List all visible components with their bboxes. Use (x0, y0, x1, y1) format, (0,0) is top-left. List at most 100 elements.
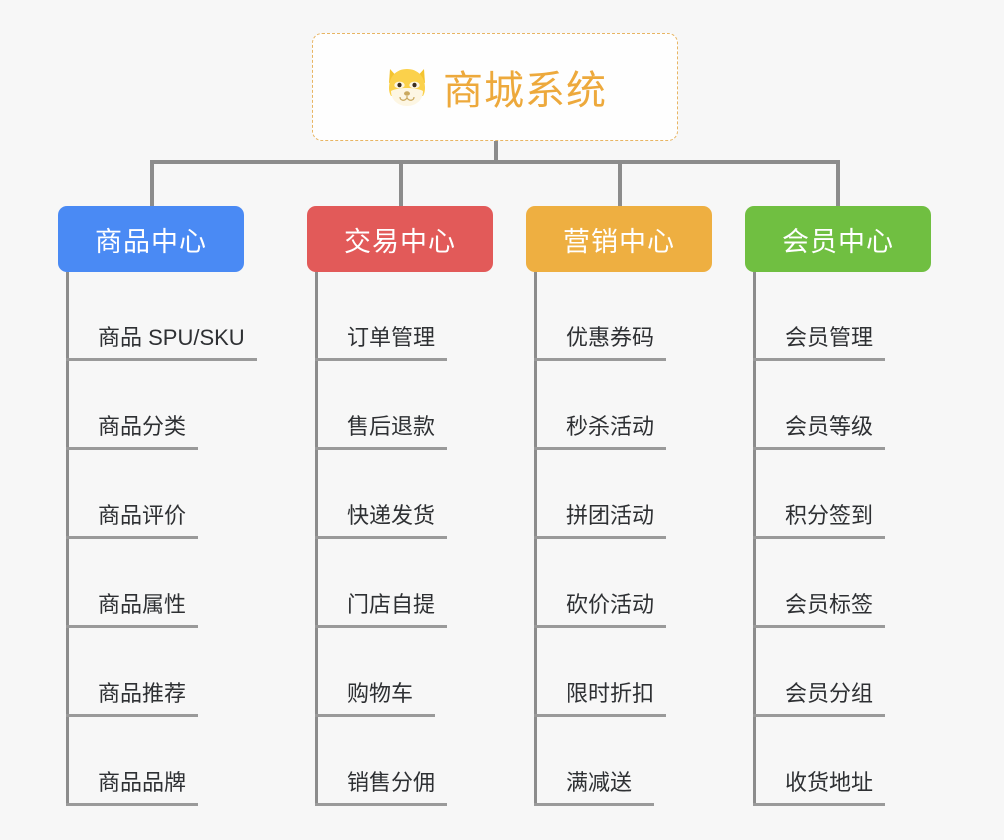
leaf-underline (534, 803, 654, 806)
leaf-item[interactable]: 销售分佣 (307, 717, 493, 806)
leaf-underline (315, 447, 448, 450)
leaf-item[interactable]: 购物车 (307, 628, 493, 717)
leaf-item[interactable]: 商品属性 (58, 539, 244, 628)
branch-header-3[interactable]: 营销中心 (526, 206, 712, 272)
leaf-label: 商品品牌 (98, 770, 187, 795)
leaf-underline (66, 447, 199, 450)
connector-drop-2 (399, 160, 403, 208)
leaf-item[interactable]: 商品推荐 (58, 628, 244, 717)
branch-header-label: 商品中心 (95, 226, 207, 257)
leaf-label: 会员等级 (785, 414, 874, 439)
leaf-underline (315, 714, 435, 717)
branch-header-1[interactable]: 商品中心 (58, 206, 244, 272)
leaf-label: 会员管理 (785, 325, 874, 350)
leaf-underline (66, 536, 199, 539)
leaf-label: 拼团活动 (566, 503, 655, 528)
leaf-item[interactable]: 门店自提 (307, 539, 493, 628)
leaf-underline (753, 625, 886, 628)
leaf-item[interactable]: 快递发货 (307, 450, 493, 539)
leaf-item[interactable]: 限时折扣 (526, 628, 712, 717)
leaf-underline (315, 536, 448, 539)
shiba-inu-icon (383, 63, 431, 111)
leaf-label: 秒杀活动 (566, 414, 655, 439)
leaf-underline (315, 358, 448, 361)
leaf-underline (315, 803, 448, 806)
leaf-underline (66, 625, 199, 628)
root-title: 商城系统 (443, 69, 607, 113)
leaf-underline (753, 447, 886, 450)
leaf-item[interactable]: 拼团活动 (526, 450, 712, 539)
leaf-label: 满减送 (566, 770, 633, 795)
leaf-underline (315, 625, 448, 628)
branch-leaves-1: 商品 SPU/SKU 商品分类 商品评价 商品属性 商品推荐 商品品牌 (58, 272, 257, 806)
leaf-item[interactable]: 商品品牌 (58, 717, 244, 806)
branch-trunk-1 (66, 272, 69, 806)
leaf-underline (534, 358, 667, 361)
connector-horizontal-bus (150, 160, 840, 164)
leaf-underline (753, 803, 886, 806)
branch-header-label: 会员中心 (782, 226, 894, 257)
leaf-label: 订单管理 (347, 325, 436, 350)
branch-header-label: 营销中心 (563, 226, 675, 257)
leaf-label: 商品属性 (98, 592, 187, 617)
connector-root-stem (494, 141, 498, 163)
leaf-label: 销售分佣 (347, 770, 436, 795)
leaf-label: 商品 SPU/SKU (98, 325, 245, 350)
leaf-underline (534, 447, 667, 450)
leaf-underline (534, 625, 667, 628)
leaf-underline (66, 803, 199, 806)
branch-header-4[interactable]: 会员中心 (745, 206, 931, 272)
leaf-item[interactable]: 收货地址 (745, 717, 931, 806)
leaf-item[interactable]: 优惠券码 (526, 272, 712, 361)
leaf-underline (66, 714, 199, 717)
leaf-label: 积分签到 (785, 503, 874, 528)
branch-trunk-2 (315, 272, 318, 806)
leaf-label: 快递发货 (347, 503, 436, 528)
leaf-label: 门店自提 (347, 592, 436, 617)
leaf-underline (753, 714, 886, 717)
leaf-item[interactable]: 会员分组 (745, 628, 931, 717)
root-node[interactable]: 商城系统 (312, 33, 678, 141)
leaf-label: 优惠券码 (566, 325, 655, 350)
leaf-item[interactable]: 会员标签 (745, 539, 931, 628)
branch-leaves-3: 优惠券码 秒杀活动 拼团活动 砍价活动 限时折扣 满减送 (526, 272, 712, 806)
leaf-item[interactable]: 售后退款 (307, 361, 493, 450)
leaf-item[interactable]: 商品分类 (58, 361, 244, 450)
branch-header-label: 交易中心 (344, 226, 456, 257)
leaf-underline (534, 714, 667, 717)
branch-column-1: 商品中心 商品 SPU/SKU 商品分类 商品评价 商品属性 商品推荐 (58, 206, 257, 806)
leaf-item[interactable]: 积分签到 (745, 450, 931, 539)
leaf-item[interactable]: 商品 SPU/SKU (58, 272, 257, 361)
leaf-label: 限时折扣 (566, 681, 655, 706)
branch-column-3: 营销中心 优惠券码 秒杀活动 拼团活动 砍价活动 限时折扣 (526, 206, 712, 806)
leaf-label: 商品评价 (98, 503, 187, 528)
branch-column-2: 交易中心 订单管理 售后退款 快递发货 门店自提 购物车 (307, 206, 493, 806)
leaf-underline (66, 358, 257, 361)
branch-trunk-4 (753, 272, 756, 806)
leaf-underline (753, 358, 886, 361)
connector-drop-4 (836, 160, 840, 208)
leaf-label: 购物车 (347, 681, 414, 706)
leaf-underline (753, 536, 886, 539)
leaf-label: 会员分组 (785, 681, 874, 706)
leaf-label: 商品分类 (98, 414, 187, 439)
leaf-label: 砍价活动 (566, 592, 655, 617)
leaf-item[interactable]: 订单管理 (307, 272, 493, 361)
connector-drop-1 (150, 160, 154, 208)
leaf-item[interactable]: 商品评价 (58, 450, 244, 539)
branch-header-2[interactable]: 交易中心 (307, 206, 493, 272)
leaf-item[interactable]: 秒杀活动 (526, 361, 712, 450)
connector-drop-3 (618, 160, 622, 208)
leaf-item[interactable]: 满减送 (526, 717, 712, 806)
leaf-label: 会员标签 (785, 592, 874, 617)
branch-column-4: 会员中心 会员管理 会员等级 积分签到 会员标签 会员分组 (745, 206, 931, 806)
branch-trunk-3 (534, 272, 537, 806)
leaf-label: 商品推荐 (98, 681, 187, 706)
leaf-item[interactable]: 会员管理 (745, 272, 931, 361)
branch-leaves-2: 订单管理 售后退款 快递发货 门店自提 购物车 销售分佣 (307, 272, 493, 806)
leaf-item[interactable]: 砍价活动 (526, 539, 712, 628)
leaf-label: 售后退款 (347, 414, 436, 439)
leaf-item[interactable]: 会员等级 (745, 361, 931, 450)
leaf-label: 收货地址 (785, 770, 874, 795)
